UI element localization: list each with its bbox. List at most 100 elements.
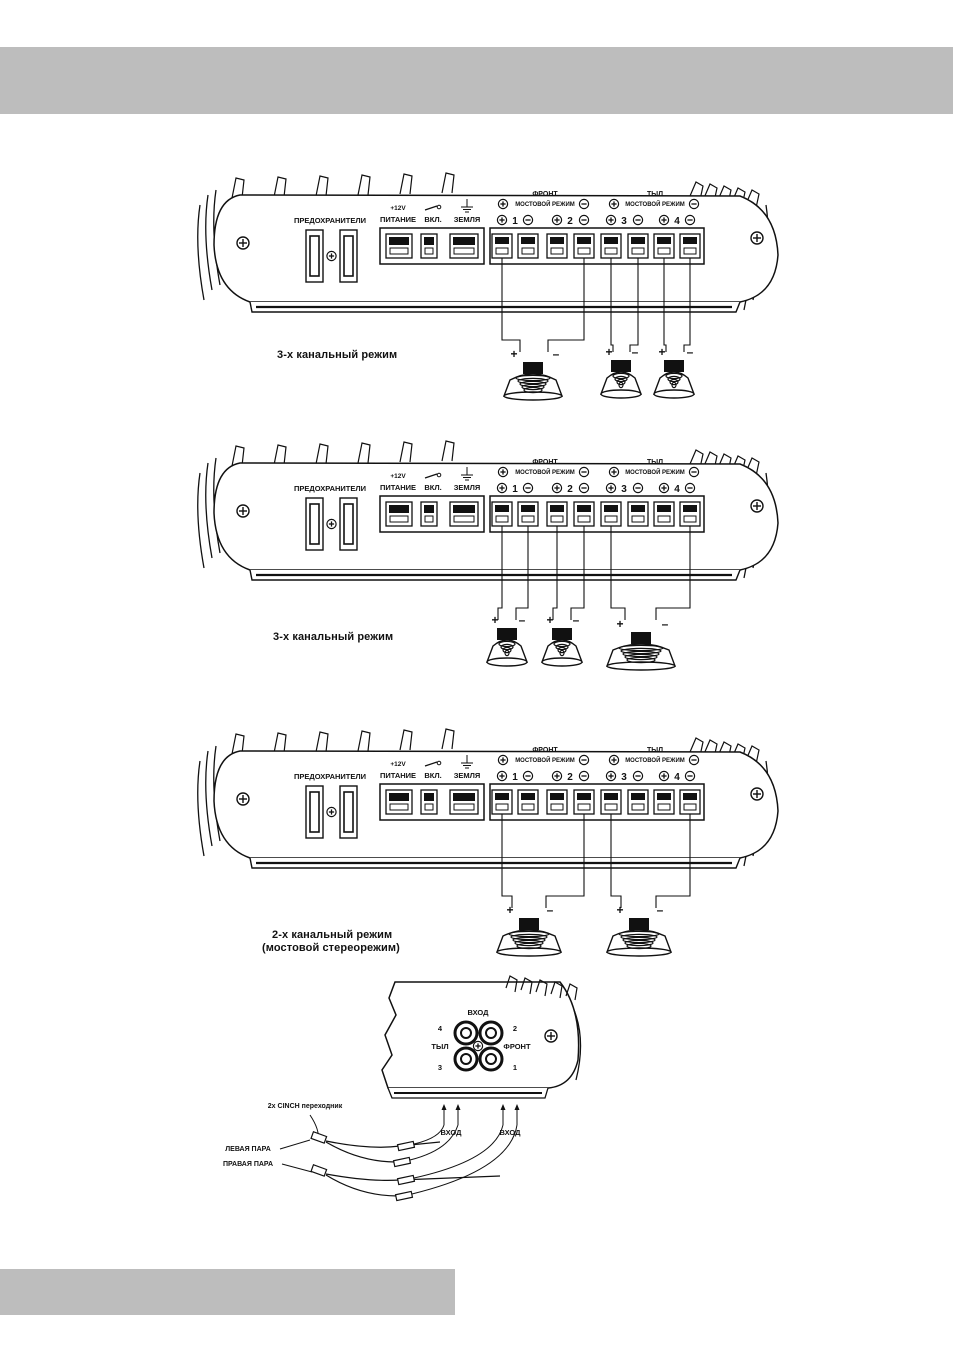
remote-switch-icon xyxy=(424,204,442,211)
speaker-3: +– xyxy=(605,617,677,671)
power-terminal xyxy=(420,501,438,527)
power-label: ПИТАНИЕ xyxy=(380,483,416,492)
terminal-6-sign-icon xyxy=(632,770,644,782)
right-pair-label: ПРАВАЯ ПАРА xyxy=(223,1161,273,1168)
terminal-3-sign-icon xyxy=(551,482,563,494)
terminal-3-sign-icon xyxy=(551,770,563,782)
diagram-3-caption-line2: (мостовой стереорежим) xyxy=(262,942,400,954)
speaker-minus-label: – xyxy=(632,345,639,359)
speaker-terminal xyxy=(573,501,595,527)
plus12-label: +12V xyxy=(390,473,406,480)
input-panel-screw-icon xyxy=(544,1029,558,1043)
rear-bridge-minus-icon xyxy=(688,466,700,478)
rear-label: ТЫЛ xyxy=(647,747,663,754)
rear-bridge-label: МОСТОВОЙ РЕЖИМ xyxy=(625,468,685,476)
speaker-plus-label: + xyxy=(658,345,665,359)
terminal-5-sign-icon xyxy=(605,482,617,494)
rca-jack-ch3 xyxy=(453,1046,479,1072)
speaker-terminal xyxy=(679,233,701,259)
front-label: ФРОНТ xyxy=(532,191,558,198)
remote-label: ВКЛ. xyxy=(424,215,441,224)
terminal-8-sign-icon xyxy=(684,482,696,494)
input-leads xyxy=(441,1104,520,1125)
fuse-holders xyxy=(305,497,358,551)
front-bridge-label: МОСТОВОЙ РЕЖИМ xyxy=(515,200,575,208)
rear-bridge-minus-icon xyxy=(688,198,700,210)
power-terminal xyxy=(449,501,479,527)
speaker-terminal xyxy=(546,789,568,815)
right-screw-icon xyxy=(750,499,764,513)
rca-jack-ch2 xyxy=(478,1020,504,1046)
speaker-terminal xyxy=(491,501,513,527)
channel-1-label: 1 xyxy=(512,484,518,495)
fuses-label: ПРЕДОХРАНИТЕЛИ xyxy=(294,216,366,225)
header-band xyxy=(0,47,953,114)
speaker-terminal xyxy=(573,789,595,815)
diagram-3-caption: 2-х канальный режим xyxy=(272,929,393,941)
speaker-1: +– xyxy=(485,613,529,667)
input-rear-label: ТЫЛ xyxy=(431,1042,448,1051)
rear-bridge-label: МОСТОВОЙ РЕЖИМ xyxy=(625,200,685,208)
right-screw-icon xyxy=(750,231,764,245)
power-terminal xyxy=(420,233,438,259)
speaker-plus-label: + xyxy=(506,903,513,917)
fuses-label: ПРЕДОХРАНИТЕЛИ xyxy=(294,484,366,493)
speaker-2: +– xyxy=(605,903,673,957)
plus12-label: +12V xyxy=(390,761,406,768)
front-bridge-minus-icon xyxy=(578,754,590,766)
fuse-screw-icon xyxy=(326,518,337,530)
speaker-terminal xyxy=(627,233,649,259)
terminal-5-sign-icon xyxy=(605,214,617,226)
rear-bridge-label: МОСТОВОЙ РЕЖИМ xyxy=(625,756,685,764)
speaker-2: +– xyxy=(540,613,584,667)
input-ch2-label: 2 xyxy=(513,1024,517,1033)
speaker-2: +– xyxy=(599,345,643,399)
rear-bridge-plus-icon xyxy=(608,754,620,766)
front-bridge-plus-icon xyxy=(497,754,509,766)
left-screw-icon xyxy=(236,236,250,250)
channel-3-label: 3 xyxy=(621,484,627,495)
speaker-minus-label: – xyxy=(657,903,664,917)
input-ch3-label: 3 xyxy=(438,1063,442,1072)
terminal-1-sign-icon xyxy=(496,214,508,226)
terminal-3-sign-icon xyxy=(551,214,563,226)
speaker-terminal xyxy=(679,501,701,527)
speaker-minus-label: – xyxy=(662,617,669,631)
front-label: ФРОНТ xyxy=(532,459,558,466)
speaker-terminal xyxy=(600,789,622,815)
terminal-4-sign-icon xyxy=(578,770,590,782)
remote-switch-icon xyxy=(424,472,442,479)
terminal-7-sign-icon xyxy=(658,214,670,226)
speaker-terminal xyxy=(546,233,568,259)
speaker-terminal xyxy=(573,233,595,259)
speaker-plus-label: + xyxy=(605,345,612,359)
plus12-label: +12V xyxy=(390,205,406,212)
speaker-terminal xyxy=(600,501,622,527)
rca-jack-ch1 xyxy=(478,1046,504,1072)
channel-4-label: 4 xyxy=(674,772,680,783)
diagram-1-caption: 3-х канальный режим xyxy=(277,349,398,361)
channel-2-label: 2 xyxy=(567,484,573,495)
speaker-1: +– xyxy=(495,903,563,957)
terminal-4-sign-icon xyxy=(578,214,590,226)
speaker-terminal xyxy=(653,789,675,815)
diagram-2-caption: 3-х канальный режим xyxy=(273,631,394,643)
channel-4-label: 4 xyxy=(674,216,680,227)
channel-1-label: 1 xyxy=(512,772,518,783)
speaker-minus-label: – xyxy=(547,903,554,917)
remote-label: ВКЛ. xyxy=(424,483,441,492)
speaker-minus-label: – xyxy=(553,347,560,361)
speaker-terminal xyxy=(517,233,539,259)
fuses-label: ПРЕДОХРАНИТЕЛИ xyxy=(294,772,366,781)
speaker-terminal xyxy=(653,233,675,259)
channel-2-label: 2 xyxy=(567,772,573,783)
left-screw-icon xyxy=(236,504,250,518)
speaker-wires xyxy=(501,258,691,352)
terminal-8-sign-icon xyxy=(684,214,696,226)
front-bridge-minus-icon xyxy=(578,466,590,478)
fuse-screw-icon xyxy=(326,250,337,262)
speaker-terminal xyxy=(679,789,701,815)
